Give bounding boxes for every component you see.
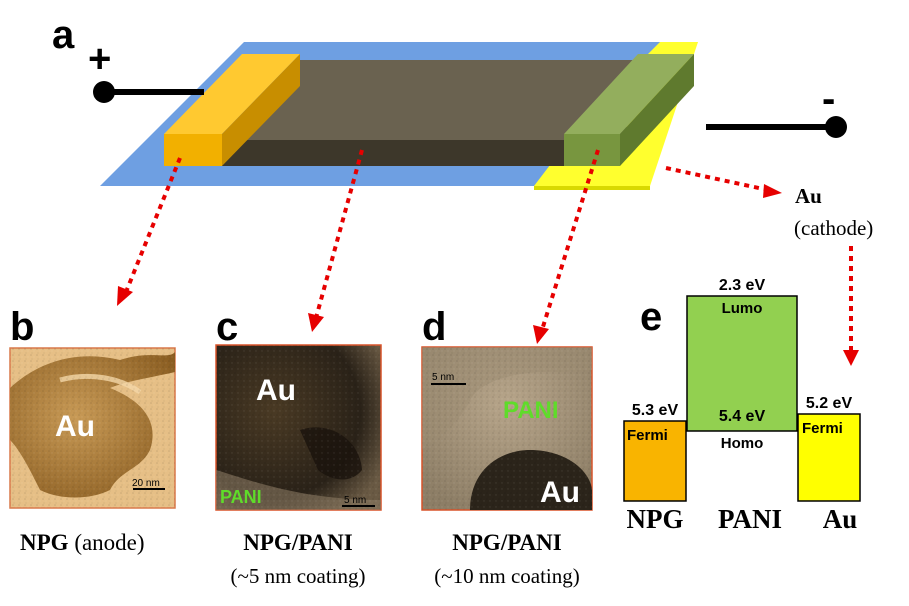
panel-a-label: a [52,13,75,57]
green-electrode-top [564,54,694,134]
arrowhead-e [843,350,859,366]
micrograph-c [215,344,382,511]
pani-lumo-energy: 2.3 eV [719,277,766,294]
caption-b-rest: (anode) [69,530,145,555]
panel-e-label: e [640,295,662,339]
green-electrode-front [564,134,620,166]
caption-c-line2: (~5 nm coating) [231,564,366,588]
pani-band [686,295,798,432]
au-fermi: Fermi [802,420,843,437]
scale-bar-b-label: 20 nm [132,478,160,489]
npg-band [623,420,687,502]
panel-d-label: d [422,305,446,349]
micrograph-b-au: Au [55,410,95,443]
minus-sign: - [822,77,835,121]
cathode-terminal [825,116,847,138]
cathode-label-paren: (cathode) [794,216,873,240]
arrow-to-d [540,149,600,331]
x-label-au: Au [823,504,858,534]
micrograph-b [9,347,176,509]
npg-energy: 5.3 eV [632,402,679,419]
anode-terminal [93,81,115,103]
anode-top [164,54,300,134]
plus-sign: + [88,37,111,81]
arrows [124,149,853,352]
caption-b: NPG (anode) [20,530,145,555]
arrow-to-b [124,157,182,293]
pani-lumo-label: Lumo [722,300,763,317]
caption-d-line2: (~10 nm coating) [434,564,580,588]
arrowhead-au [763,184,782,198]
au-energy: 5.2 eV [806,395,853,412]
channel-front [222,140,620,166]
anode-front [164,134,222,166]
cathode-pad-edge [534,186,650,190]
micrograph-d-scale-label: 5 nm [432,372,454,383]
panel-b-label: b [10,305,34,349]
anode-side [222,54,300,166]
cathode-label-au: Au [795,184,822,208]
au-band [797,413,861,502]
caption-d-line1: NPG/PANI [452,530,562,555]
npg-fermi: Fermi [627,427,668,444]
arrowhead-d [533,325,549,344]
x-label-pani: PANI [718,504,782,534]
pani-homo-label: Homo [721,435,764,452]
caption-c-line1: NPG/PANI [243,530,353,555]
x-label-npg: NPG [627,504,684,534]
micrograph-d [421,346,593,511]
green-electrode-side [620,54,694,166]
channel-top [222,60,660,140]
caption-b-bold: NPG [20,530,69,555]
micrograph-d-pani: PANI [503,397,559,424]
arrow-heads [117,184,859,366]
micrograph-c-au: Au [256,374,296,407]
arrowhead-c [308,313,324,332]
scale-bar-c-label: 5 nm [344,495,366,506]
arrowhead-b [117,286,133,306]
arrow-to-au-label [665,166,769,192]
pani-homo-energy: 5.4 eV [719,408,766,425]
panel-c-label: c [216,305,238,349]
micrograph-c-pani: PANI [220,487,262,507]
micrograph-d-au: Au [540,476,580,509]
